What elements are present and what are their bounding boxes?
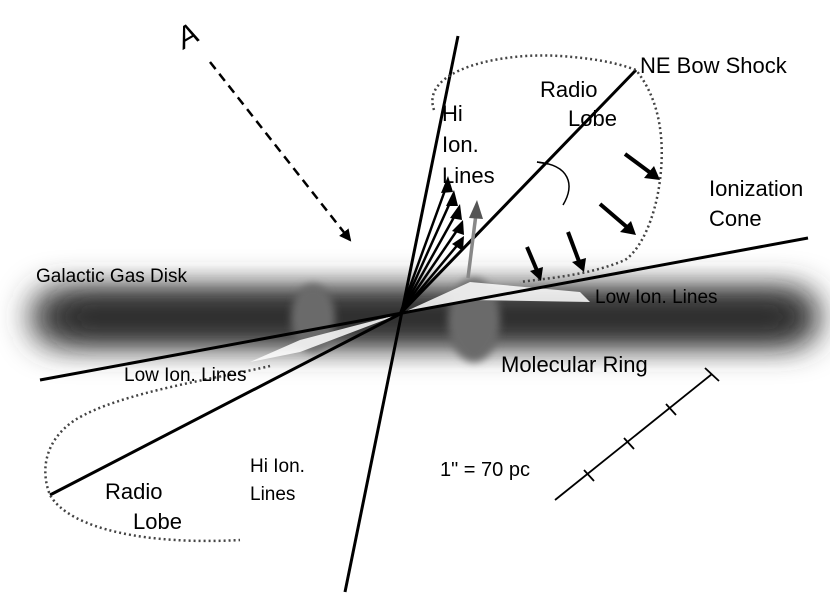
- radio-lobe-sw-outline: [44, 364, 271, 543]
- radio-lobe-ne-label-1: Radio: [540, 77, 597, 102]
- disk-gap-sw: [250, 314, 400, 362]
- hi-ion-arrows: [398, 181, 462, 315]
- grey-outflow-arrow: [466, 200, 483, 279]
- radio-lobe-sw-label-2: Lobe: [133, 509, 182, 534]
- bow-shock-arrows: [525, 152, 654, 274]
- cone-axis-line-sw: [49, 312, 401, 497]
- radio-lobe-ne-label-2: Lobe: [568, 106, 617, 131]
- scale-bar: [554, 367, 720, 501]
- ionization-cone-label-1: Ionization: [709, 176, 803, 201]
- hi-ion-ne-label-2: Ion.: [442, 132, 479, 157]
- scale-label: 1" = 70 pc: [440, 459, 530, 481]
- bow-shock-arrowheads: [530, 166, 660, 281]
- low-ion-right-label: Low Ion. Lines: [595, 287, 718, 308]
- hi-ion-sw-label-1: Hi Ion.: [250, 456, 305, 477]
- molecular-ring-label: Molecular Ring: [501, 352, 648, 377]
- svg-text:A: A: [169, 17, 205, 57]
- ionization-cone-label-2: Cone: [709, 206, 762, 231]
- ne-bow-shock-label: NE Bow Shock: [640, 53, 788, 78]
- low-ion-left-label: Low Ion. Lines: [124, 365, 247, 386]
- hi-ion-arrowheads: [441, 176, 464, 251]
- radio-lobe-sw-label-1: Radio: [105, 479, 162, 504]
- galactic-gas-disk: [30, 288, 820, 346]
- hi-ion-sw-label-2: Lines: [250, 484, 295, 505]
- hi-ion-ne-label-3: Lines: [442, 163, 495, 188]
- disk-gap-ne: [400, 282, 590, 314]
- line-of-sight-arrow: [209, 61, 352, 242]
- hi-ion-ne-label-1: Hi: [442, 101, 463, 126]
- viewer-mark: A: [169, 17, 205, 57]
- disk-plane-line: [39, 236, 809, 382]
- cone-axis-line-ne: [398, 68, 638, 316]
- galactic-gas-disk-label: Galactic Gas Disk: [36, 266, 187, 287]
